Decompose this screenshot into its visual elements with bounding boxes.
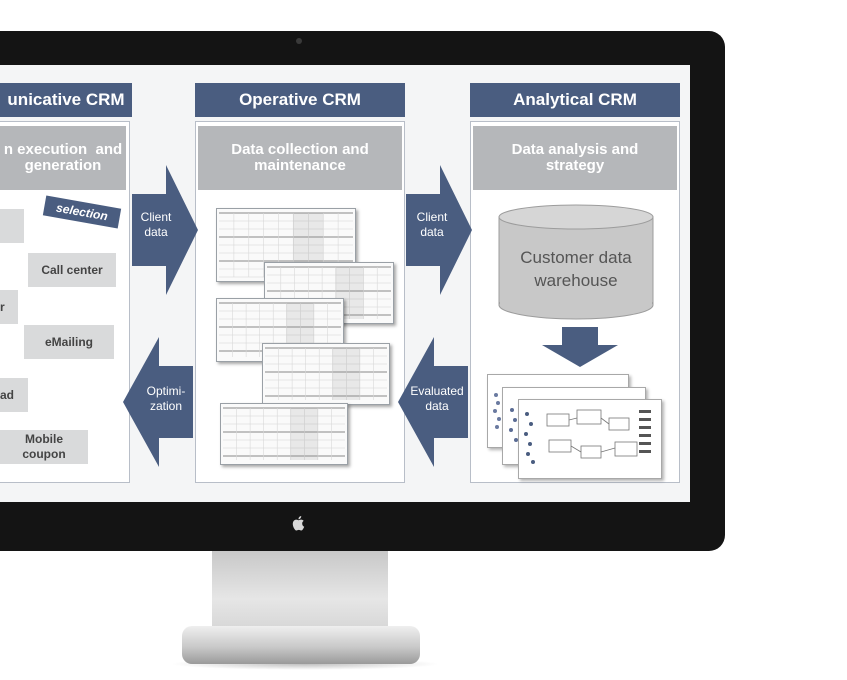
channel-mobile-coupon: Mobile coupon xyxy=(0,430,88,464)
arrow-label-client-data-2: Client data xyxy=(416,210,448,239)
channel-partial-r: r xyxy=(0,290,18,324)
arrow-down-icon xyxy=(542,327,618,367)
analytical-crm-header: Analytical CRM xyxy=(470,83,680,117)
operative-crm-subheader: Data collection and maintenance xyxy=(198,126,402,190)
analysis-chart-sheet xyxy=(518,399,662,479)
camera-icon xyxy=(296,38,302,44)
channel-box-partial xyxy=(0,209,24,243)
apple-logo-icon xyxy=(292,516,305,531)
arrow-right-icon xyxy=(132,165,198,295)
channel-mobile-coupon-label: Mobile coupon xyxy=(22,432,66,461)
data-table-sheet xyxy=(220,403,348,465)
arrow-left-icon xyxy=(398,337,468,467)
data-table-sheet xyxy=(262,343,390,405)
monitor-stand-base xyxy=(182,626,420,664)
arrow-label-optimization: Optimi- zation xyxy=(146,384,186,413)
arrow-right-icon xyxy=(406,165,472,295)
arrow-label-client-data: Client data xyxy=(140,210,172,239)
analytical-crm-subheader: Data analysis and strategy xyxy=(473,126,677,190)
arrow-left-icon xyxy=(123,337,193,467)
monitor-screen: unicative CRM n execution and generation… xyxy=(0,65,690,502)
database-icon xyxy=(498,204,654,320)
communicative-crm-header: unicative CRM xyxy=(0,83,132,117)
channel-emailing: eMailing xyxy=(24,325,114,359)
channel-partial-ad: ad xyxy=(0,378,28,412)
communicative-crm-subheader: n execution and generation xyxy=(0,126,126,190)
arrow-label-evaluated-data: Evaluated data xyxy=(410,384,464,413)
customer-data-warehouse-label: Customer data warehouse xyxy=(520,248,632,290)
monitor-stand-neck xyxy=(212,551,388,631)
operative-crm-header: Operative CRM xyxy=(195,83,405,117)
channel-call-center: Call center xyxy=(28,253,116,287)
